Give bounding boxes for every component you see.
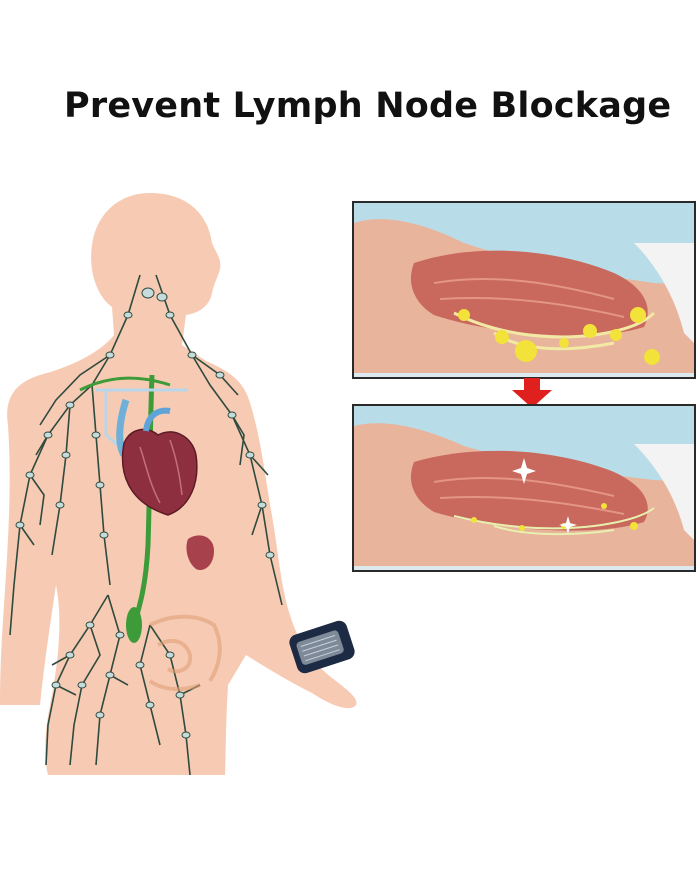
sparkle-icon — [512, 458, 536, 484]
lymphatic-body-illustration — [0, 193, 357, 775]
cisterna-chyli — [126, 607, 142, 643]
cleared-lymph-vessels — [453, 507, 655, 536]
sparkle-icon — [559, 516, 577, 534]
swollen-nodes — [458, 307, 660, 365]
arm-after-panel — [352, 404, 696, 572]
intestines — [148, 614, 222, 692]
upper-arm-muscle — [410, 250, 648, 336]
arm-before-panel — [352, 201, 696, 379]
normal-nodes — [471, 503, 638, 531]
page-title: Prevent Lymph Node Blockage — [64, 86, 672, 126]
red-down-arrow-icon — [512, 378, 552, 408]
lymph-nodes — [15, 287, 275, 739]
spleen — [186, 535, 214, 571]
